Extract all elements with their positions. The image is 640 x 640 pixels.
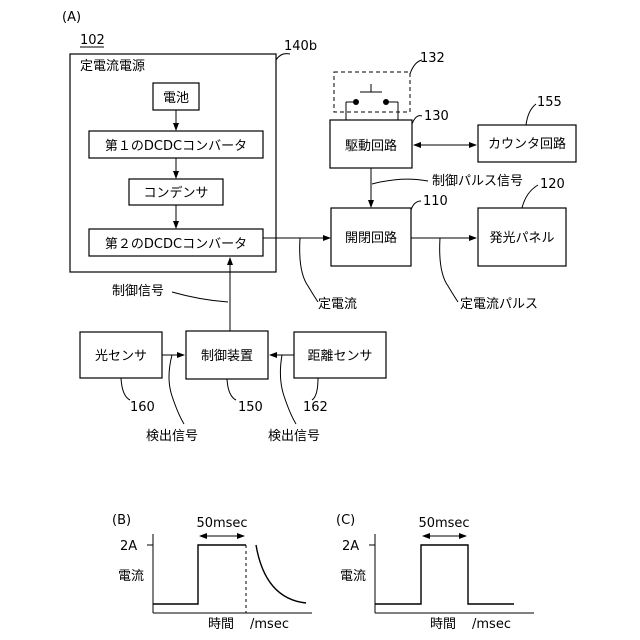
ref-130: 130 [424,109,449,124]
waveform-b-decay [256,545,306,603]
detect-signal-left-leader [169,355,184,424]
ref-120-leader [522,185,538,208]
panel-label-a: (A) [62,10,81,25]
waveform-b: 50msec 2A 電流 時間 /msec [118,516,312,632]
ref-110: 110 [423,194,448,209]
waveform-b-x-label: 時間 [208,617,234,632]
light-sensor-label: 光センサ [95,349,147,364]
control-pulse-leader [372,179,428,184]
converter1-label: 第１のDCDCコンバータ [105,139,247,154]
panel-label-b: (B) [112,513,131,528]
ref-155: 155 [537,95,562,110]
constant-current-pulse-leader [440,238,458,302]
ref-102: 102 [80,33,105,48]
waveform-c-pulse [375,545,514,604]
waveform-b-y-label: 電流 [118,569,144,584]
waveform-b-level-label: 2A [120,539,137,554]
ref-110-leader [411,201,421,210]
ref-130-leader [412,116,422,124]
power-supply-title: 定電流電源 [80,59,145,74]
ref-140b: 140b [284,39,317,54]
panel-label-c: (C) [336,513,355,528]
ref-150-leader [227,379,236,400]
converter2-label: 第２のDCDCコンバータ [105,237,247,252]
ref-120: 120 [540,177,565,192]
battery-label: 電池 [163,91,189,106]
drive-circuit-label: 駆動回路 [345,138,397,154]
ref-162-leader [312,378,318,400]
controller-label: 制御装置 [201,349,253,364]
control-signal-label: 制御信号 [112,284,164,299]
control-signal-leader [172,292,228,302]
waveform-b-width-label: 50msec [196,516,247,531]
distance-sensor-label: 距離センサ [307,349,372,364]
ref-160-leader [121,378,130,400]
light-panel-label: 発光パネル [489,231,554,246]
ref-160: 160 [130,400,155,415]
waveform-c-y-label: 電流 [340,569,366,584]
waveform-c-x-label: 時間 [430,617,456,632]
ref-140b-leader [276,54,290,60]
waveform-c: 50msec 2A 電流 時間 /msec [340,516,534,632]
capacitor-label: コンデンサ [143,185,208,201]
constant-current-pulse-label: 定電流パルス [460,297,538,312]
counter-circuit-label: カウンタ回路 [488,136,566,152]
ref-155-leader [526,104,536,125]
switch-circuit-label: 開閉回路 [345,230,397,246]
waveform-c-width-label: 50msec [418,516,469,531]
waveform-c-level-label: 2A [342,539,359,554]
constant-current-leader [300,238,318,302]
push-button-switch-icon [346,84,398,120]
waveform-b-pulse [153,545,246,604]
detect-signal-left-label: 検出信号 [146,429,198,444]
ref-150: 150 [238,400,263,415]
detect-signal-right-label: 検出信号 [268,429,320,444]
constant-current-label: 定電流 [318,297,357,312]
waveform-b-unit: /msec [250,617,289,632]
waveform-c-unit: /msec [472,617,511,632]
ref-132: 132 [420,51,445,66]
ref-162: 162 [303,400,328,415]
control-pulse-signal-label: 制御パルス信号 [432,174,523,189]
